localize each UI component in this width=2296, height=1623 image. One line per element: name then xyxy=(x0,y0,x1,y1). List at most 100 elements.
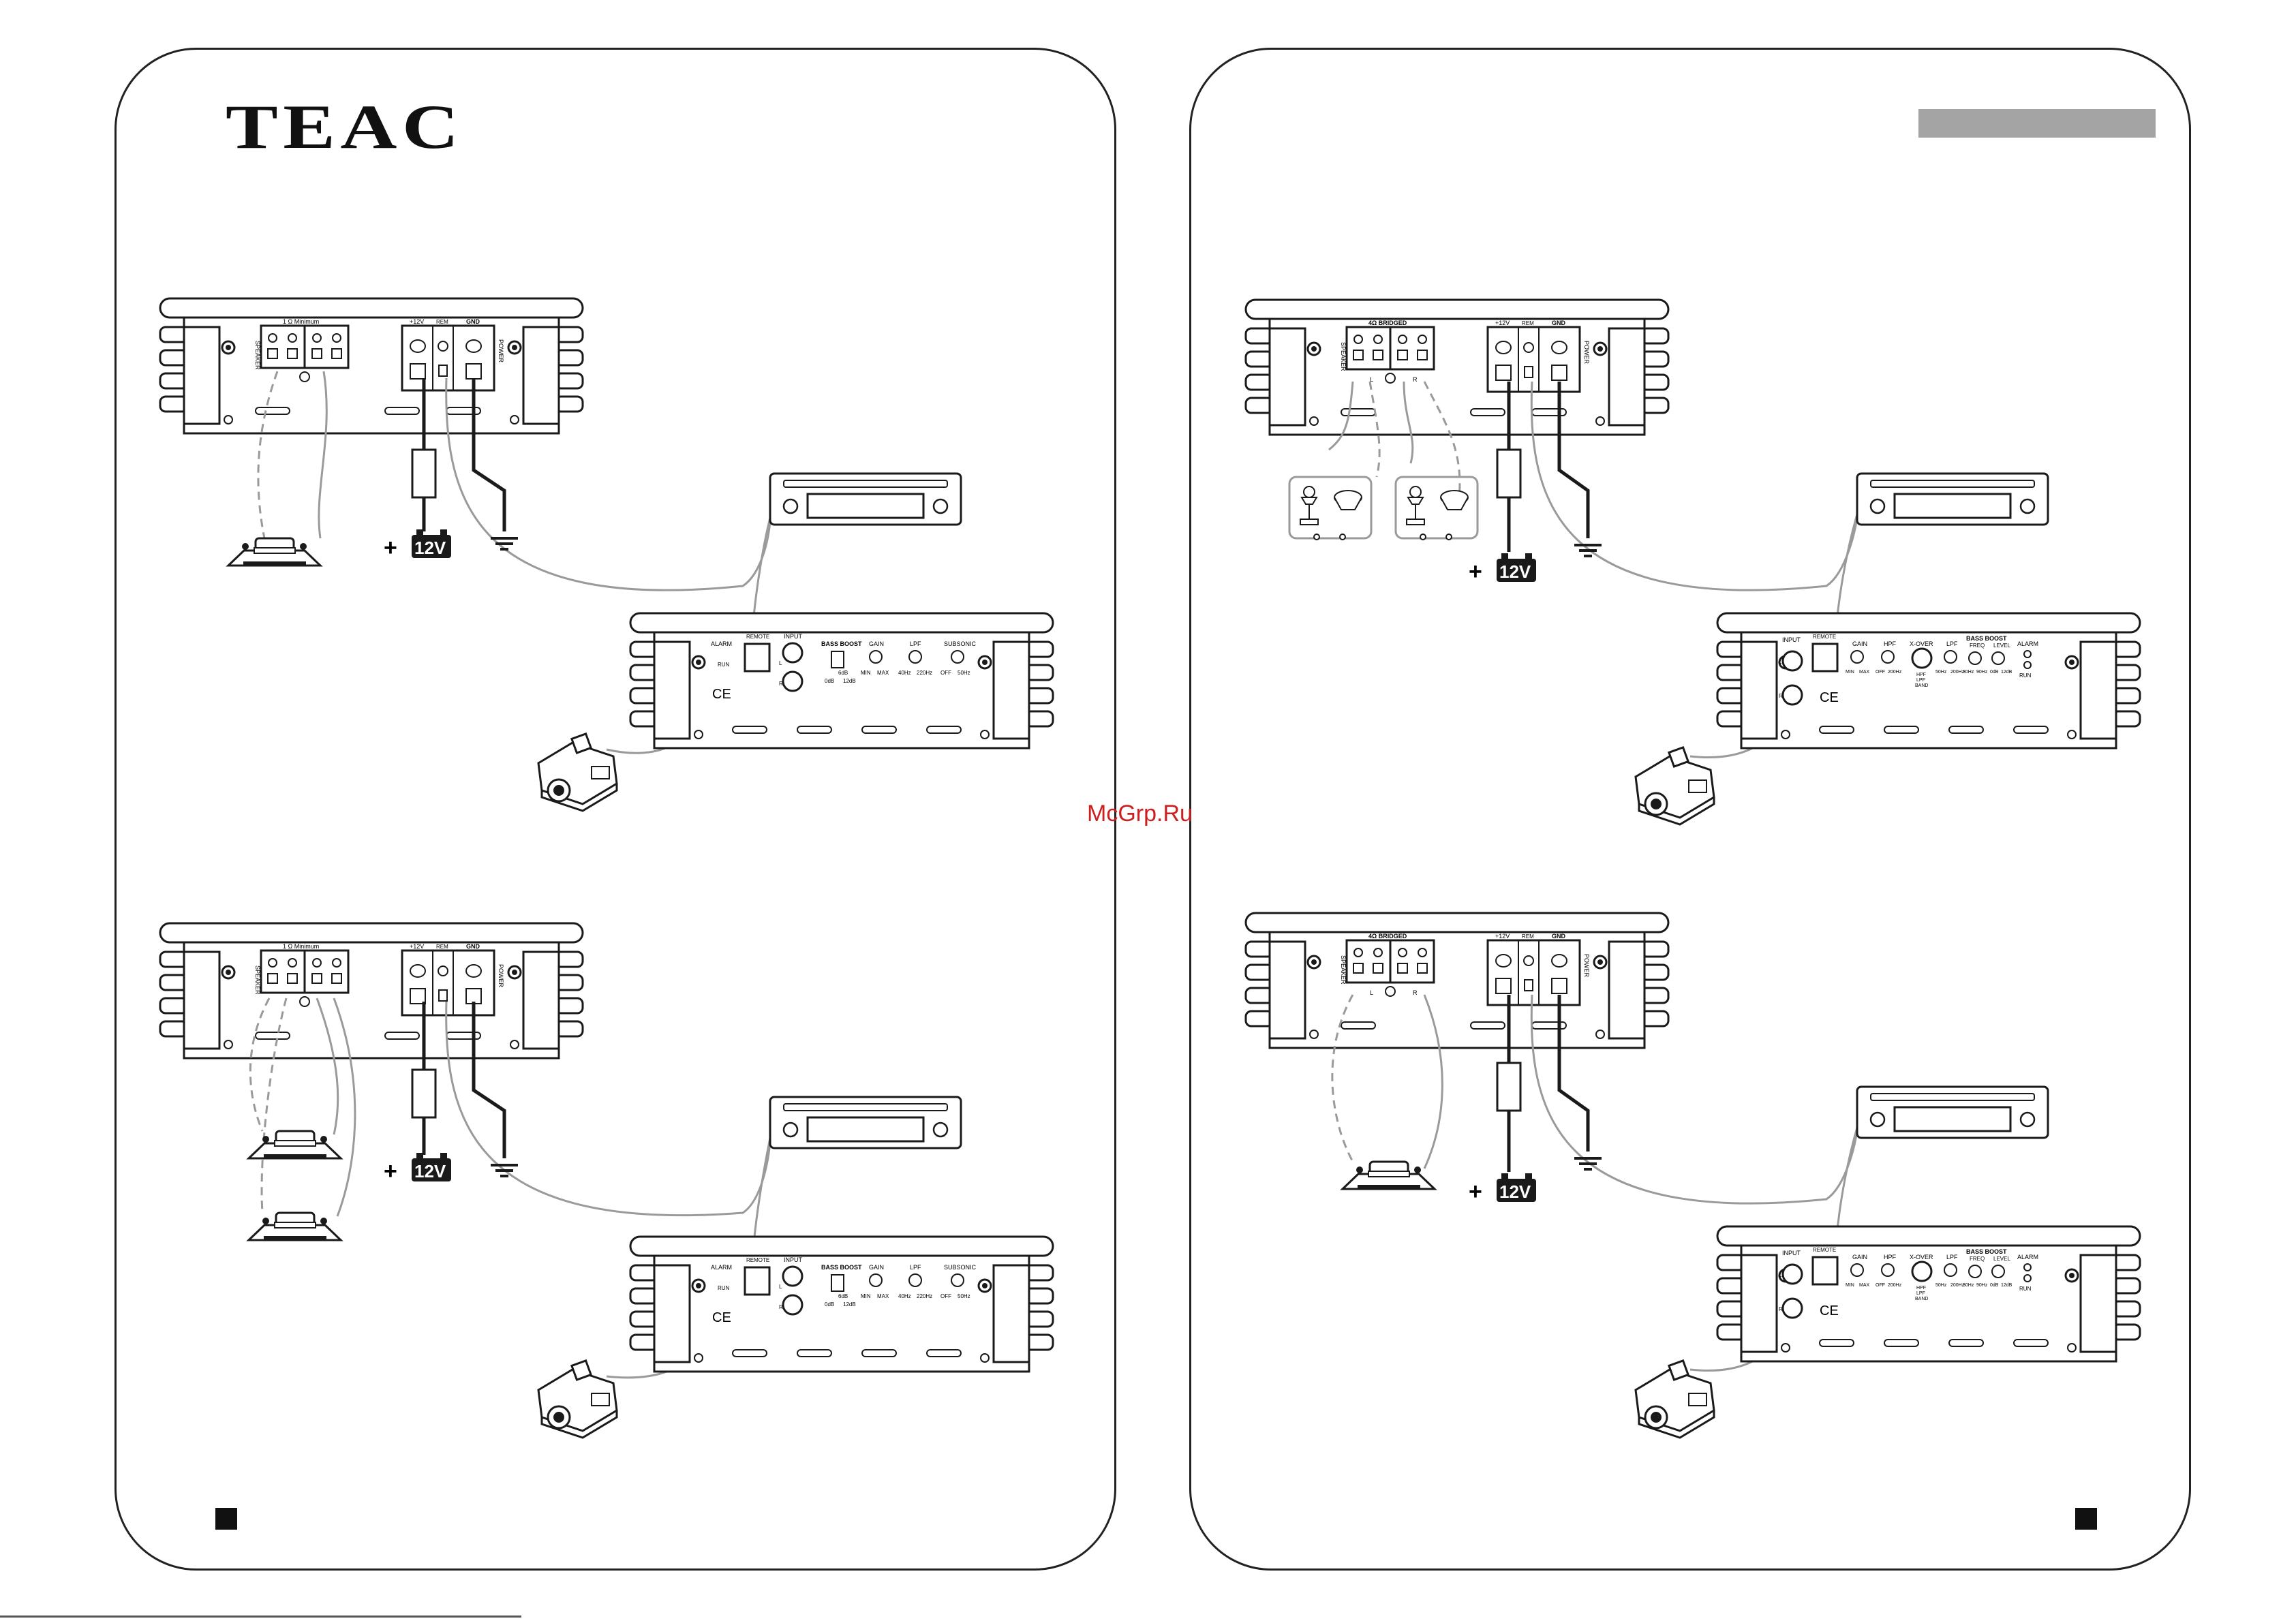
tl-sub-off: OFF xyxy=(940,670,951,676)
bl-run: RUN xyxy=(718,1285,730,1291)
bl-bb-12: 12dB xyxy=(843,1301,856,1308)
bl-in-r: R xyxy=(779,1304,783,1310)
tl-in-l: L xyxy=(779,660,782,666)
tr-level-0: 0dB xyxy=(1990,670,1999,675)
bl-sub-off: OFF xyxy=(940,1293,951,1299)
diagram-top-left: SPEAKER 1 Ω Minimum +12V REM GND POWER xyxy=(159,297,584,435)
tr-hpf-off: OFF xyxy=(1876,670,1885,675)
bl-label-speaker: SPEAKER xyxy=(254,965,261,995)
label-gnd: GND xyxy=(466,318,480,325)
br-L: L xyxy=(1370,989,1373,996)
left-page-number-marker xyxy=(215,1508,237,1530)
tr-level-12: 12dB xyxy=(2001,670,2012,675)
bl-input: INPUT xyxy=(784,1256,803,1263)
br-xover-hpf: HPF xyxy=(1916,1286,1926,1290)
br-R: R xyxy=(1413,989,1418,996)
br-xover-lpf: LPF xyxy=(1916,1291,1925,1296)
diagram-bottom-right: SPEAKER 4Ω BRIDGED L R +12V REM GND POWE… xyxy=(1244,912,1670,1049)
bl-lpf-40: 40Hz xyxy=(898,1293,911,1299)
right-header-bar xyxy=(1918,109,2156,138)
br-label-4ohm: 4Ω BRIDGED xyxy=(1368,933,1407,940)
bl-in-l: L xyxy=(779,1284,782,1290)
br-gain: GAIN xyxy=(1852,1254,1867,1261)
tl-in-r: R xyxy=(779,681,783,687)
br-level-0: 0dB xyxy=(1990,1283,1999,1288)
tr-R: R xyxy=(1413,376,1418,383)
tl-subsonic: SUBSONIC xyxy=(944,640,977,647)
tr-freq: FREQ xyxy=(1970,643,1985,649)
br-battery-label: 12V xyxy=(1499,1181,1531,1202)
br-hpf-200: 200Hz xyxy=(1888,1283,1902,1288)
wires-top-left xyxy=(257,371,771,754)
bl-ce: CE xyxy=(712,1310,731,1325)
tr-lpf-50: 50Hz xyxy=(1935,670,1947,675)
br-freq-30: 30Hz xyxy=(1963,1283,1974,1288)
br-label-gnd: GND xyxy=(1552,933,1566,940)
br-run: RUN xyxy=(2019,1286,2032,1292)
bl-battery-plus: + xyxy=(384,1158,397,1184)
tl-sub-50: 50Hz xyxy=(958,670,970,676)
br-max: MAX xyxy=(1859,1283,1870,1288)
tr-xover-hpf: HPF xyxy=(1916,673,1926,677)
br-remote: REMOTE xyxy=(1813,1247,1836,1253)
diagram-top-right-ctrl: INPUT L R REMOTE CE GAIN MIN MAX HPF OFF… xyxy=(1716,612,2141,749)
bl-sub-50: 50Hz xyxy=(958,1293,970,1299)
bl-max: MAX xyxy=(877,1293,889,1299)
br-hpf-off: OFF xyxy=(1876,1283,1885,1288)
tr-label-4ohm: 4Ω BRIDGED xyxy=(1368,320,1407,326)
diagram-bottom-left: SPEAKER 1 Ω Minimum +12V REM GND POWER xyxy=(159,922,584,1060)
tr-ce: CE xyxy=(1820,690,1839,705)
tr-hpf-200: 200Hz xyxy=(1888,670,1902,675)
diagram-bottom-right-ctrl: INPUT L R REMOTE CE GAIN MIN MAX HPF OFF… xyxy=(1716,1225,2141,1363)
bl-bb-0: 0dB xyxy=(825,1301,834,1308)
tr-freq-30: 30Hz xyxy=(1963,670,1974,675)
br-battery-plus: + xyxy=(1469,1179,1482,1205)
tr-battery-label: 12V xyxy=(1499,561,1531,582)
tl-bb-0: 0dB xyxy=(825,678,834,684)
tr-input: INPUT xyxy=(1782,636,1801,643)
tr-lpf-200: 200Hz xyxy=(1950,670,1965,675)
tr-label-gnd: GND xyxy=(1552,320,1566,326)
br-label-speaker: SPEAKER xyxy=(1340,955,1347,985)
br-xover: X-OVER xyxy=(1910,1254,1933,1261)
bl-alarm: ALARM xyxy=(711,1264,732,1271)
tr-freq-90: 90Hz xyxy=(1976,670,1988,675)
tl-battery-label: 12V xyxy=(414,538,446,558)
br-freq-90: 90Hz xyxy=(1976,1283,1988,1288)
bl-label-gnd: GND xyxy=(466,943,480,950)
tl-bb-6: 6dB xyxy=(838,670,848,676)
footer-rule xyxy=(0,1616,521,1618)
bl-battery-label: 12V xyxy=(414,1161,446,1181)
tl-input: INPUT xyxy=(784,633,803,640)
br-bass-boost: BASS BOOST xyxy=(1966,1248,2007,1255)
bl-bass-boost: BASS BOOST xyxy=(821,1264,862,1271)
tr-battery-plus: + xyxy=(1469,559,1482,585)
label-power: POWER xyxy=(498,339,504,363)
br-label-12v: +12V xyxy=(1495,933,1510,940)
tr-gain: GAIN xyxy=(1852,640,1867,647)
tr-xover-lpf: LPF xyxy=(1916,678,1925,683)
diagram-top-left-ctrl: ALARM RUN REMOTE INPUT L R BASS BOOST 6d… xyxy=(629,612,1054,749)
br-alarm: ALARM xyxy=(2017,1254,2038,1261)
br-label-power: POWER xyxy=(1583,954,1590,978)
tr-level: LEVEL xyxy=(1993,643,2010,649)
br-in-r: R xyxy=(1779,1306,1783,1312)
tr-hpf: HPF xyxy=(1884,640,1897,647)
bl-label-12v: +12V xyxy=(410,943,424,950)
tl-alarm: ALARM xyxy=(711,640,732,647)
tr-remote: REMOTE xyxy=(1813,634,1836,640)
br-xover-band: BAND xyxy=(1915,1297,1928,1301)
teac-logo: TEAC xyxy=(226,92,464,161)
tl-battery-plus: + xyxy=(384,535,397,561)
tl-run: RUN xyxy=(718,662,730,668)
label-rem: REM xyxy=(436,319,448,325)
tr-L: L xyxy=(1370,376,1373,383)
bl-bb-6: 6dB xyxy=(838,1293,848,1299)
br-min: MIN xyxy=(1846,1283,1854,1288)
label-12v-terminal: +12V xyxy=(410,318,424,325)
br-level-12: 12dB xyxy=(2001,1283,2012,1288)
br-freq: FREQ xyxy=(1970,1256,1985,1262)
tr-run: RUN xyxy=(2019,673,2032,679)
tl-max: MAX xyxy=(877,670,889,676)
